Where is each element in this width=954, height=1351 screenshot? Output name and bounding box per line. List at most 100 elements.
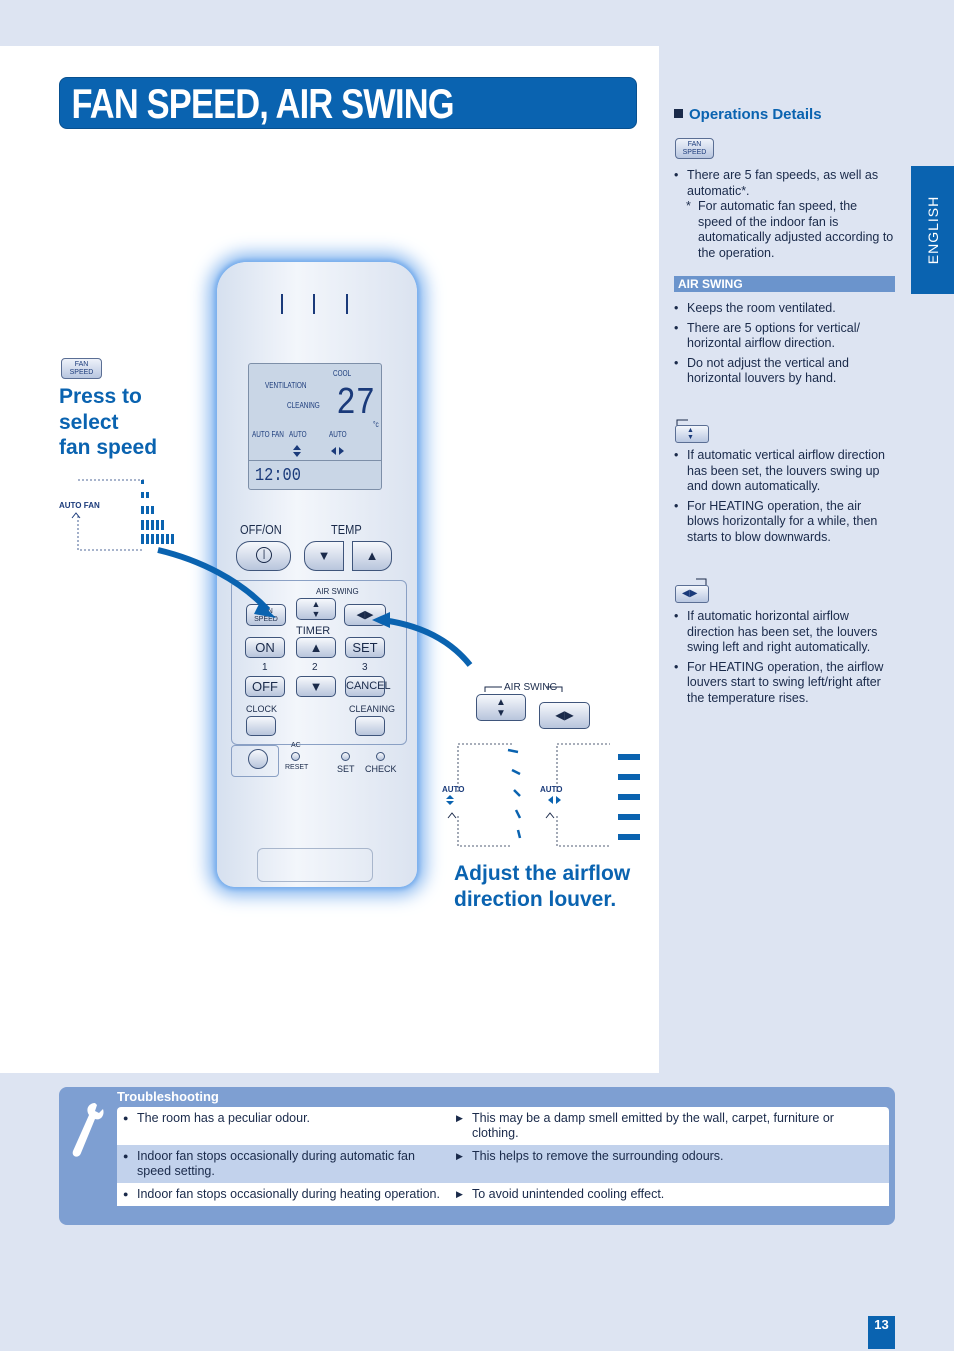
off-on-label: OFF/ON [240, 522, 282, 537]
square-bullet-icon [674, 109, 683, 118]
remote-indicator-lights [281, 294, 348, 314]
fan-speed-note: For automatic fan speed, the speed of th… [674, 199, 894, 261]
power-icon: | [256, 547, 272, 563]
air-swing-bullet-1: Keeps the room ventilated. [674, 301, 894, 317]
air-swing-bracket [484, 686, 563, 692]
adjust-instruction: Adjust the airflow direction louver. [454, 861, 630, 912]
vertical-arrows-icon: ▲▼ [311, 599, 321, 619]
vertical-swing-detail-icon: ▲▼ [675, 425, 709, 443]
set-small-button[interactable] [341, 752, 350, 761]
page-number: 13 [868, 1316, 895, 1349]
troubleshooting-heading: Troubleshooting [117, 1089, 219, 1104]
horizontal-arrows-icon: ◀▶ [682, 588, 698, 599]
fan-cycle-dashes [77, 479, 144, 551]
timer-down-button[interactable]: ▼ [296, 676, 336, 697]
reset-label: RESET [285, 764, 309, 771]
remote-bottom-recess [231, 745, 279, 777]
air-swing-diagram-label: AIR SWING [504, 682, 558, 693]
triangle-up-icon: ▲ [365, 548, 379, 563]
vertical-swing-bullet-1: If automatic vertical airflow direction … [674, 448, 894, 495]
horizontal-arrows-icon: ◀▶ [555, 708, 574, 722]
press-text-line3: fan speed [59, 436, 158, 459]
lcd-clock: 12:00 [255, 466, 301, 486]
horizontal-arrows-icon: ◀▶ [356, 609, 374, 621]
round-button[interactable] [248, 749, 268, 769]
page-title-bar: FAN SPEED, AIR SWING [59, 77, 637, 129]
timer-set-button[interactable]: SET [345, 637, 385, 658]
fan-speed-icon-line1: FAN [74, 361, 89, 368]
temp-down-button[interactable]: ▼ [304, 541, 344, 571]
cause-cell: This may be a damp smell emitted by the … [452, 1107, 889, 1145]
lcd-ventilation: VENTILATION [265, 381, 307, 390]
vertical-louver-positions-icon [507, 748, 522, 839]
check-label: CHECK [365, 764, 397, 774]
fan-speed-detail-line1: FAN [687, 141, 702, 148]
cause-cell: This helps to remove the surrounding odo… [452, 1145, 889, 1183]
language-tab: ENGLISH [911, 166, 954, 294]
wrench-icon [72, 1103, 104, 1157]
air-swing-horizontal-icon: ◀▶ [539, 702, 590, 729]
vertical-swing-bracket [676, 419, 688, 426]
timer-number-1: 1 [262, 662, 268, 673]
lcd-cool: COOL [333, 369, 352, 378]
arrow-to-air-swing [381, 617, 473, 667]
fan-speed-button-line2: SPEED [254, 616, 278, 623]
timer-on-button[interactable]: ON [245, 637, 285, 658]
auto-fan-label: AUTO FAN [59, 501, 100, 510]
cleaning-button[interactable] [355, 716, 385, 736]
horizontal-louver-positions-icon [618, 754, 640, 840]
problem-cell: Indoor fan stops occasionally during hea… [117, 1183, 452, 1206]
fan-speed-details: There are 5 fan speeds, as well as autom… [674, 168, 894, 265]
fan-speed-detail-line2: SPEED [682, 149, 707, 156]
language-tab-label: ENGLISH [924, 195, 941, 265]
vertical-swing-details: If automatic vertical airflow direction … [674, 448, 894, 549]
remote-lower-panel [231, 580, 407, 745]
operations-heading-text: Operations Details [689, 106, 822, 123]
table-row: The room has a peculiar odour. This may … [117, 1107, 889, 1145]
troubleshooting-box: Troubleshooting The room has a peculiar … [59, 1087, 895, 1225]
horizontal-swing-detail-icon: ◀▶ [675, 585, 709, 603]
table-row: Indoor fan stops occasionally during aut… [117, 1145, 889, 1183]
timer-up-button[interactable]: ▲ [296, 637, 336, 658]
vertical-auto-label: AUTO [442, 785, 465, 794]
louver-direction-diagram: AUTO AUTO [442, 743, 640, 847]
fan-speed-bullet: There are 5 fan speeds, as well as autom… [674, 168, 894, 199]
timer-label: TIMER [296, 625, 331, 637]
arrow-to-fan-speed [157, 547, 271, 613]
adjust-text-line2: direction louver. [454, 887, 617, 911]
troubleshooting-table: The room has a peculiar odour. This may … [117, 1107, 889, 1206]
problem-cell: The room has a peculiar odour. [117, 1107, 452, 1145]
vertical-arrows-icon: ▲▼ [687, 427, 694, 441]
clock-button[interactable] [246, 716, 276, 736]
table-row: Indoor fan stops occasionally during hea… [117, 1183, 889, 1206]
air-swing-details: Keeps the room ventilated. There are 5 o… [674, 301, 894, 391]
adjust-text-line1: Adjust the airflow [454, 862, 631, 885]
problem-cell: Indoor fan stops occasionally during aut… [117, 1145, 452, 1183]
fan-speed-button-icon: FAN SPEED [61, 358, 102, 379]
horizontal-swing-details: If automatic horizontal airflow directio… [674, 609, 894, 710]
timer-cancel-button[interactable]: CANCEL [345, 676, 391, 697]
timer-number-2: 2 [312, 662, 318, 673]
fan-speed-icon-line2: SPEED [69, 369, 94, 376]
ac-reset-button[interactable] [291, 752, 300, 761]
lcd-auto-horizontal: AUTO [329, 430, 347, 439]
check-button[interactable] [376, 752, 385, 761]
remote-lcd-display: COOL VENTILATION CLEANING 27 °c AUTO FAN… [248, 363, 382, 490]
vertical-swing-bullet-2: For HEATING operation, the air blows hor… [674, 499, 894, 546]
triangle-up-icon: ▲ [309, 640, 323, 655]
vertical-swing-button[interactable]: ▲▼ [296, 598, 336, 620]
cleaning-label: CLEANING [349, 704, 396, 714]
lcd-auto-fan: AUTO FAN [252, 430, 284, 439]
timer-off-button[interactable]: OFF [245, 676, 285, 697]
vertical-arrows-icon: ▲▼ [496, 697, 506, 719]
horizontal-auto-label: AUTO [540, 785, 563, 794]
press-instruction: Press to select fan speed [59, 384, 157, 461]
up-caret-icon [71, 512, 81, 519]
operations-heading: Operations Details [674, 106, 822, 123]
air-swing-vertical-icon: ▲▼ [476, 694, 526, 721]
fan-speed-bars-icon [141, 480, 174, 544]
power-button[interactable]: | [236, 541, 291, 571]
timer-number-3: 3 [362, 662, 368, 673]
temp-up-button[interactable]: ▲ [352, 541, 392, 571]
air-swing-heading: AIR SWING [674, 276, 895, 292]
